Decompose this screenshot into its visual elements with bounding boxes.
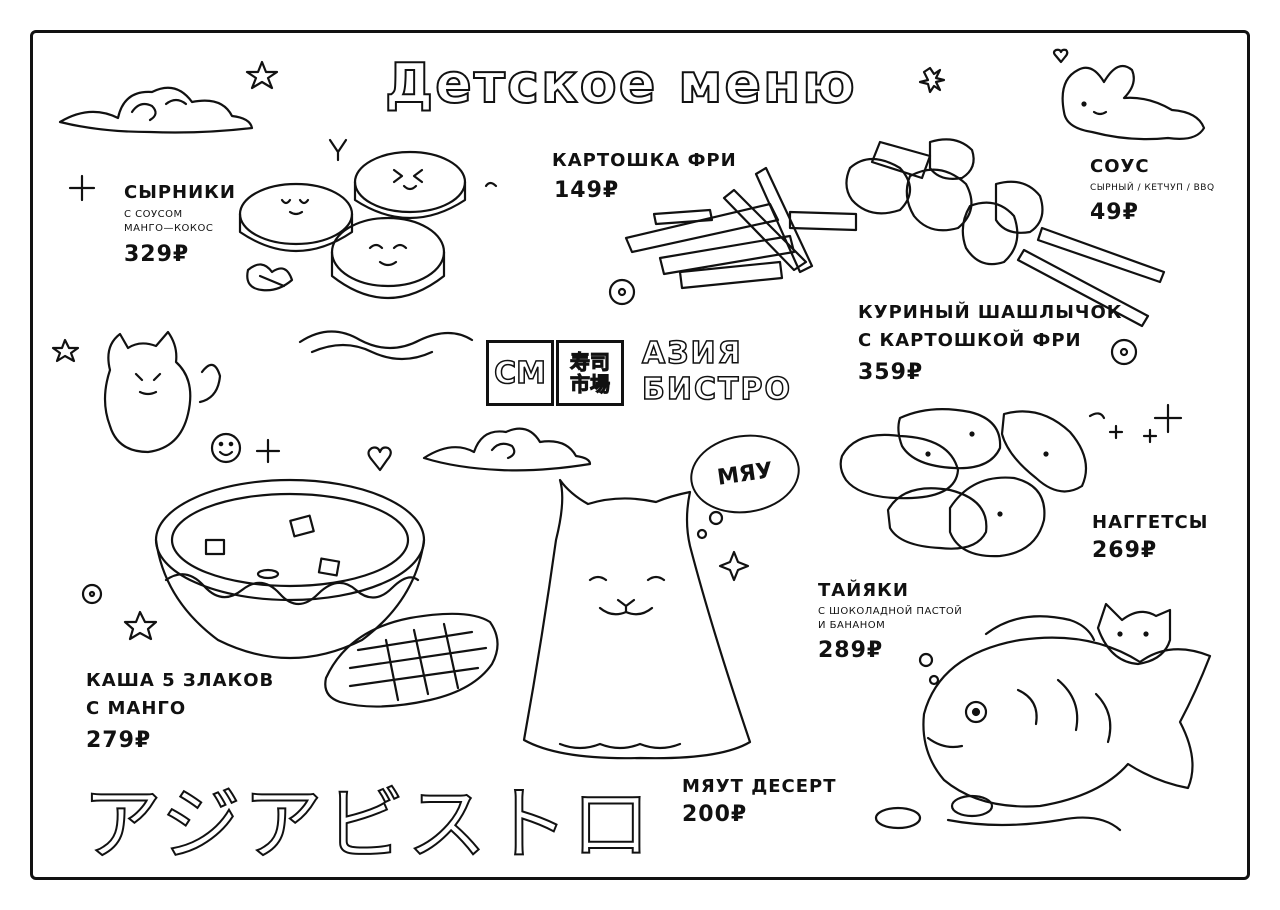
item-name: КАРТОШКА ФРИ [552, 150, 737, 171]
footer-jp-title: アジアビストロ [81, 777, 653, 872]
item-desc: С СОУСОМ [124, 209, 183, 220]
item-name: ТАЙЯКИ [818, 580, 909, 601]
cat-top-left-illustration [103, 330, 222, 454]
cloud-top-left-icon [58, 86, 254, 134]
item-name: СЫРНИКИ [124, 182, 236, 203]
syrniki-illustration [238, 150, 474, 361]
item-name: НАГГЕТСЫ [1092, 512, 1209, 533]
item-name: СОУС [1090, 156, 1150, 177]
logo-jp: 寿司 市場 [556, 340, 624, 406]
item-desc: И БАНАНОМ [818, 620, 886, 631]
bunny-icon [1061, 64, 1206, 141]
item-name: С МАНГО [86, 698, 187, 719]
item-price: 359₽ [858, 360, 924, 385]
menu-border [30, 30, 1250, 880]
ghost-cat-illustration [522, 478, 752, 760]
taiyaki-illustration [874, 602, 1212, 832]
item-desc: СЫРНЫЙ / КЕТЧУП / BBQ [1090, 183, 1215, 193]
logo-word-top: АЗИЯ [641, 335, 743, 372]
small-cloud-icons [484, 181, 1106, 420]
logo-word-bottom: БИСТРО [641, 371, 792, 408]
item-desc: С ШОКОЛАДНОЙ ПАСТОЙ [818, 606, 963, 617]
flower-icons [81, 278, 1138, 605]
item-desc: МАНГО—КОКОС [124, 223, 214, 234]
item-name: КАША 5 ЗЛАКОВ [86, 670, 275, 691]
item-price: 49₽ [1090, 200, 1139, 225]
logo-wordmark: АЗИЯ БИСТРО [641, 335, 792, 408]
cloud-center-icon [422, 427, 592, 472]
item-name: МЯУТ ДЕСЕРТ [682, 776, 837, 797]
logo-mark: CM [486, 340, 554, 406]
item-price: 329₽ [124, 242, 190, 267]
skewer-illustration [845, 138, 1166, 328]
item-price: 269₽ [1092, 538, 1158, 563]
mango-illustration [324, 612, 499, 708]
star-icons [51, 60, 946, 641]
item-name: КУРИНЫЙ ШАШЛЫЧОК [858, 302, 1123, 323]
porridge-bowl-illustration [154, 478, 426, 659]
item-price: 149₽ [554, 178, 620, 203]
fries-illustration [624, 166, 858, 290]
logo-jp-bottom: 市場 [570, 372, 611, 396]
nuggets-illustration [839, 408, 1088, 558]
sparkle-icons [68, 138, 1183, 464]
smiley-icon [210, 432, 242, 464]
heart-icons [367, 48, 1069, 472]
item-price: 289₽ [818, 638, 884, 663]
item-name: С КАРТОШКОЙ ФРИ [858, 330, 1082, 351]
menu-title: Детское меню [384, 51, 857, 116]
item-price: 200₽ [682, 802, 748, 827]
logo-jp-top: 寿司 [570, 350, 611, 374]
item-price: 279₽ [86, 728, 152, 753]
